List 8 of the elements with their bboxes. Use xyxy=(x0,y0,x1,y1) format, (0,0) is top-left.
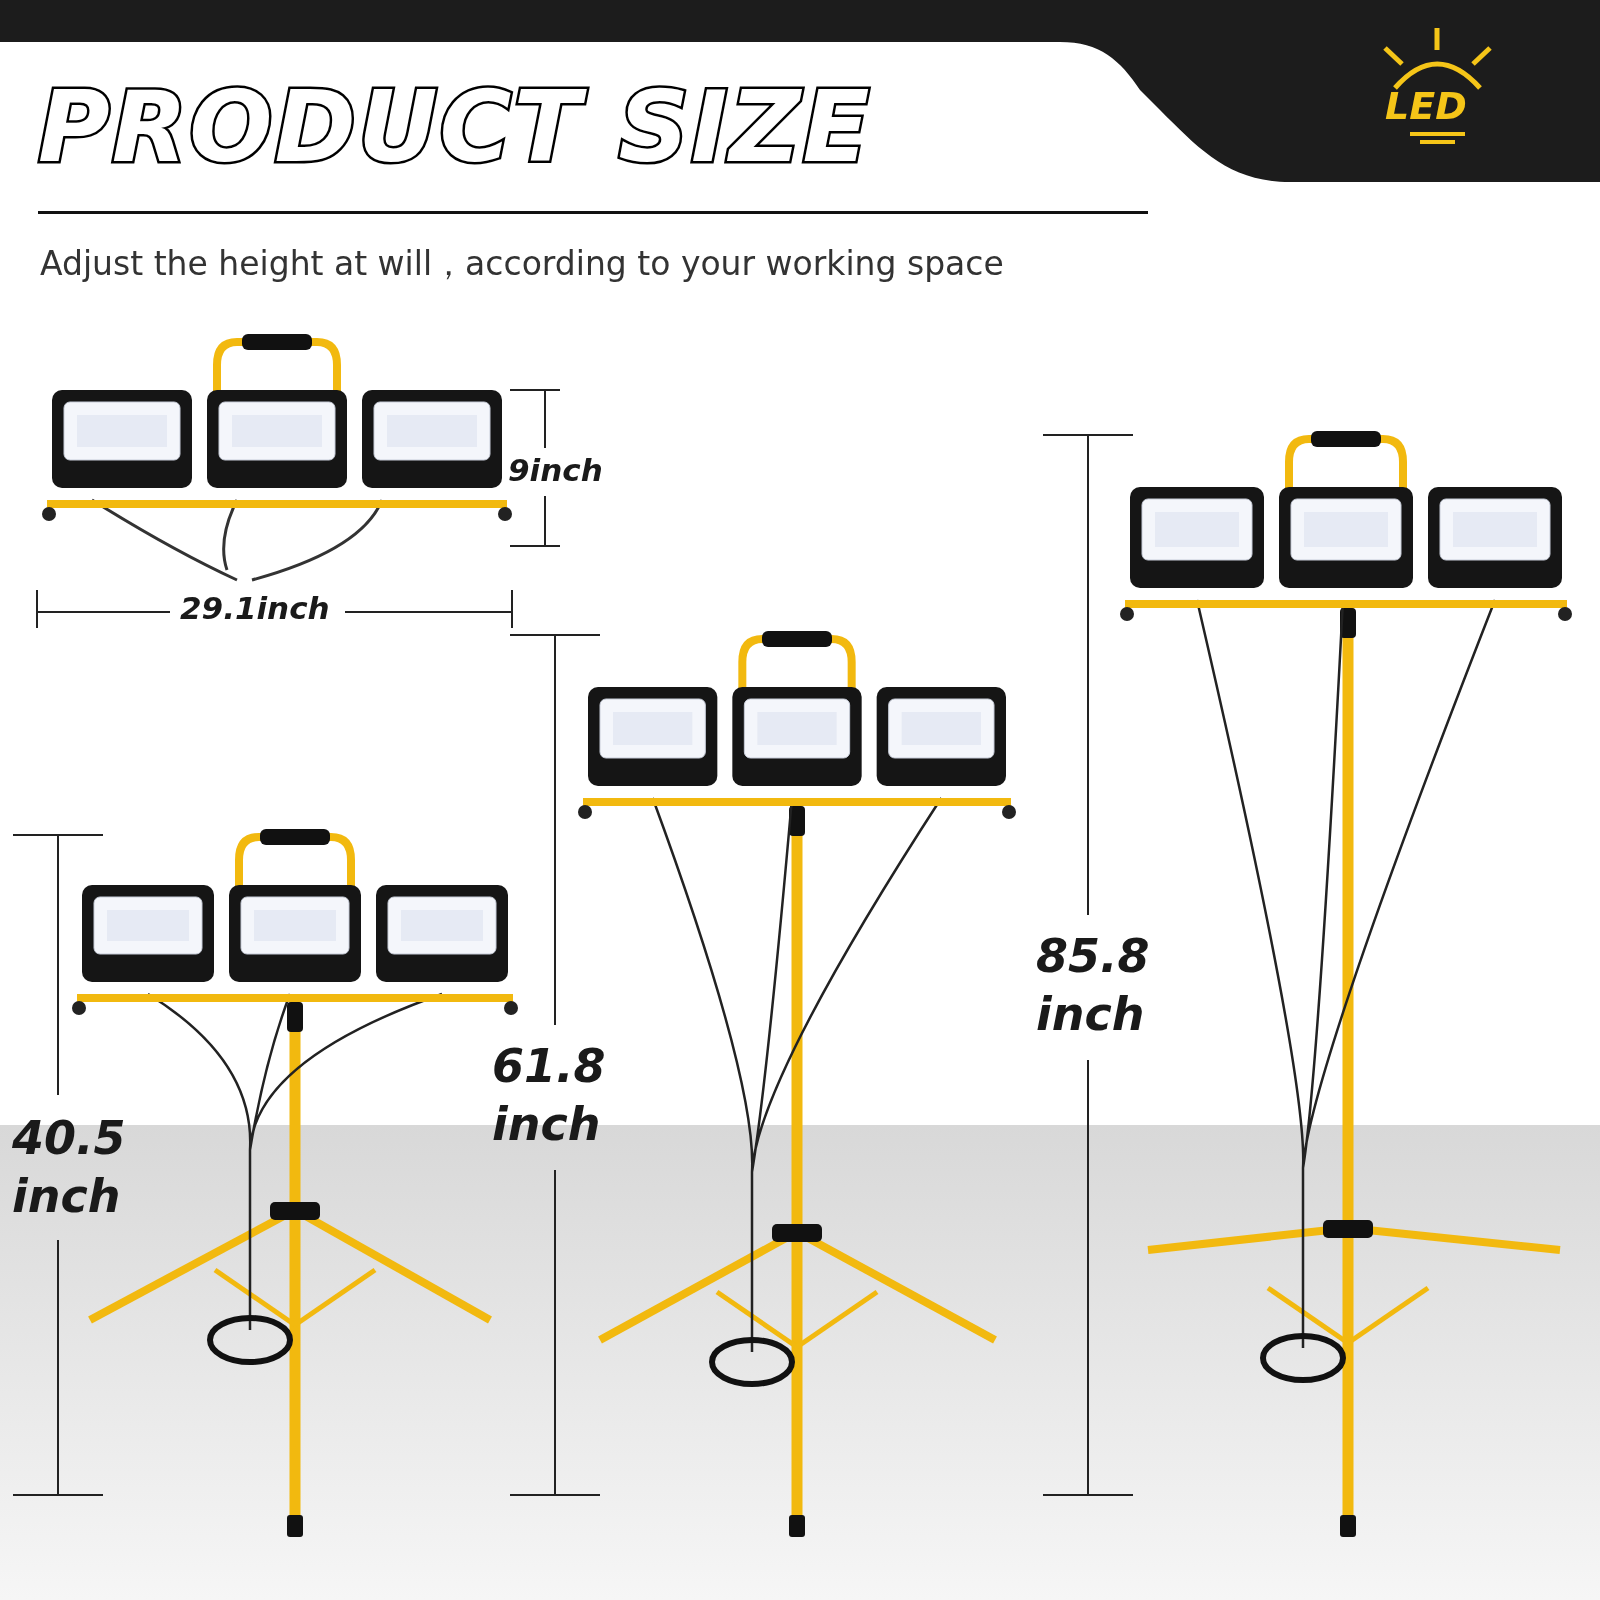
icon-label: LED xyxy=(1385,84,1467,128)
subtitle: Adjust the height at will，according to your working space xyxy=(40,243,1004,285)
dimension-label: 9inch xyxy=(508,452,603,488)
dimension-label: 29.1inch xyxy=(180,590,330,626)
dimension-label: 85.8 inch xyxy=(1036,928,1150,1043)
title: PRODUCT SIZE xyxy=(38,70,872,184)
dimension-label: 40.5 inch xyxy=(12,1110,126,1225)
dimension-label: 61.8 inch xyxy=(492,1038,606,1153)
